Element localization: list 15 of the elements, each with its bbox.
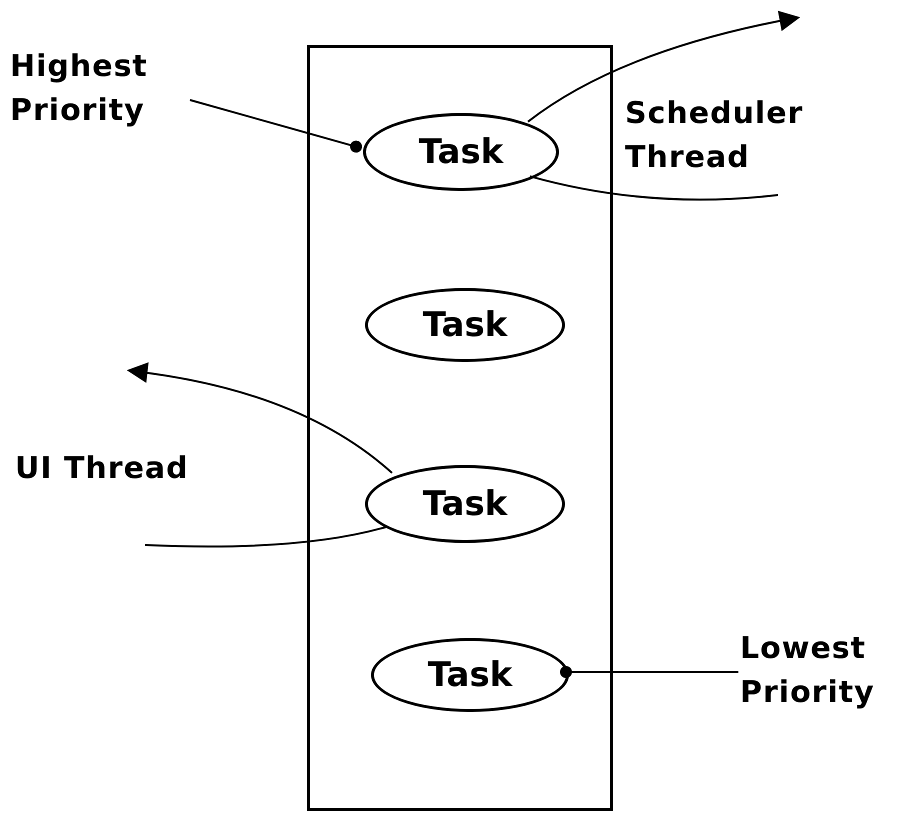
- thread-label: UI Thread: [15, 450, 190, 488]
- priority-label: Highest Priority: [10, 45, 210, 145]
- thread-line: [530, 175, 778, 201]
- task-label: Task: [422, 305, 508, 345]
- priority-label: Lowest Priority: [740, 627, 900, 727]
- thread-arrow: [126, 362, 393, 474]
- leader-line: [560, 666, 738, 678]
- task-label: Task: [422, 484, 508, 524]
- thread-label: Scheduler Thread: [625, 95, 804, 177]
- leader-line: [190, 99, 362, 153]
- container-box: [307, 45, 613, 811]
- task-label: Task: [418, 132, 504, 172]
- thread-arrow: [527, 10, 800, 122]
- thread-line: [144, 526, 388, 548]
- task-label: Task: [428, 655, 512, 695]
